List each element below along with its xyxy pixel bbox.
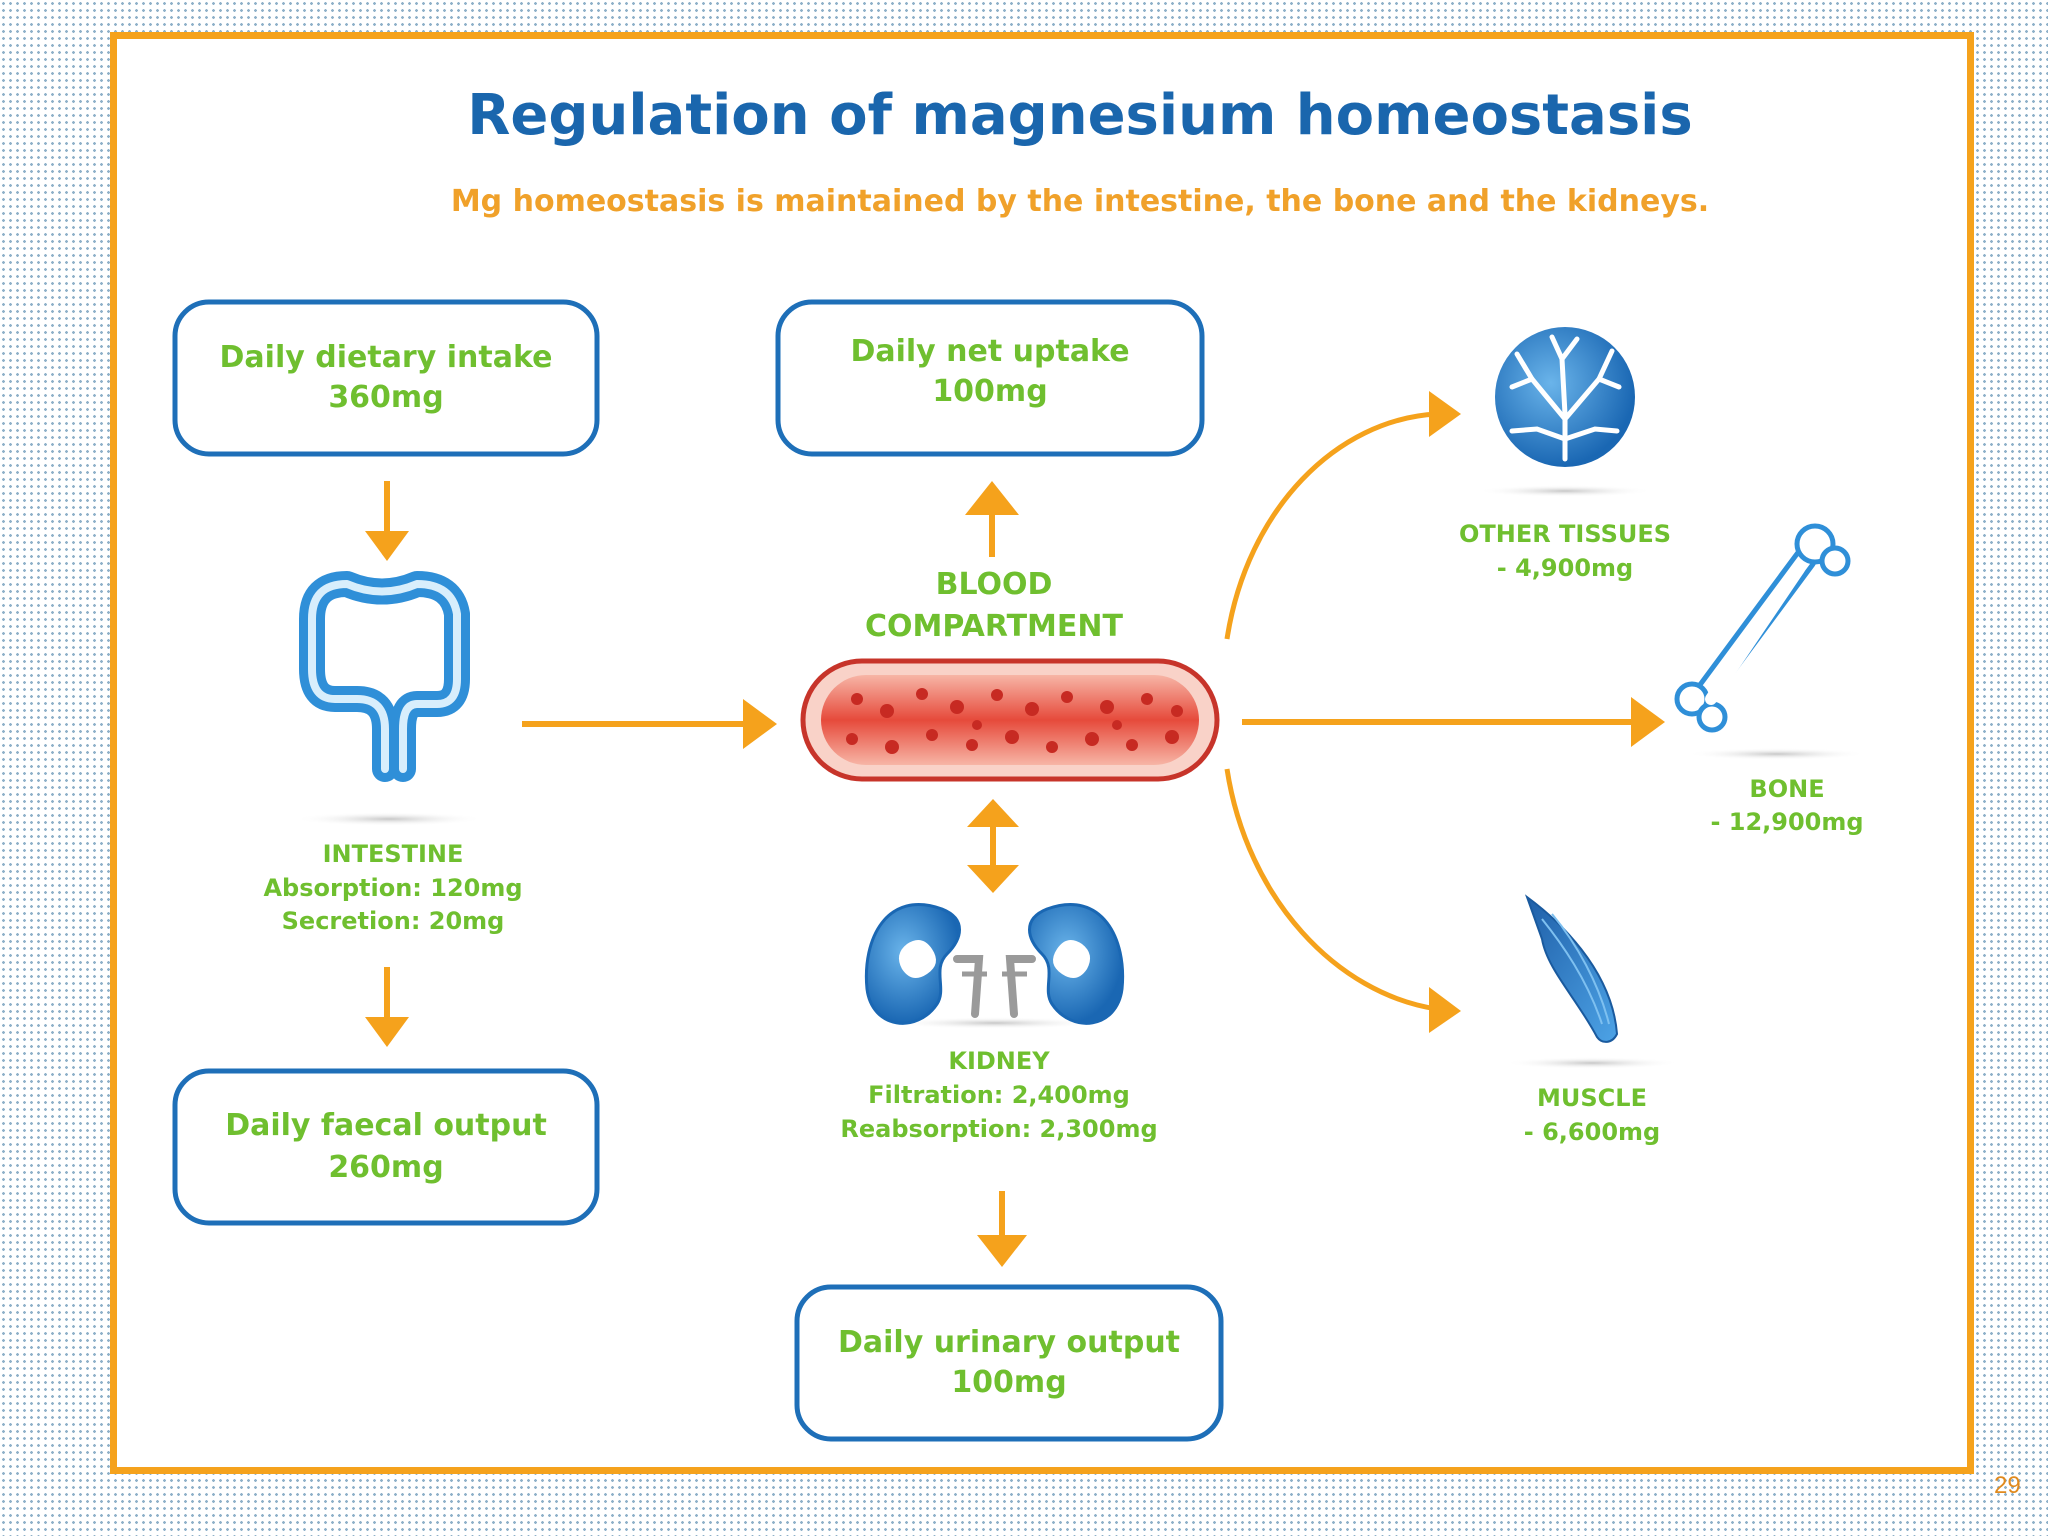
arrow-blood-to-net-uptake xyxy=(965,481,1019,557)
slide-frame: Regulation of magnesium homeostasis Mg h… xyxy=(110,32,1974,1474)
bone-icon xyxy=(1674,523,1867,760)
intestine-name: INTESTINE xyxy=(323,840,464,868)
other-tissues-name: OTHER TISSUES xyxy=(1459,520,1671,548)
arrow-intestine-to-faecal xyxy=(365,967,409,1047)
arrow-blood-kidney-bidirectional xyxy=(967,799,1019,893)
homeostasis-diagram: Regulation of magnesium homeostasis Mg h… xyxy=(172,83,1867,1442)
muscle-value: - 6,600mg xyxy=(1524,1118,1660,1146)
bone-name: BONE xyxy=(1749,775,1824,803)
page-subtitle: Mg homeostasis is maintained by the inte… xyxy=(451,184,1709,219)
arrow-blood-to-muscle xyxy=(1224,768,1461,1033)
muscle-name: MUSCLE xyxy=(1537,1084,1647,1112)
intestine-icon xyxy=(294,571,484,826)
kidney-filtration: Filtration: 2,400mg xyxy=(868,1081,1130,1109)
dietary-intake-label: Daily dietary intake xyxy=(220,340,553,375)
arrow-dietary-to-intestine xyxy=(365,481,409,561)
urinary-output-box: Daily urinary output 100mg xyxy=(794,1284,1224,1442)
page-number: 29 xyxy=(1994,1472,2021,1499)
other-tissues-value: - 4,900mg xyxy=(1497,554,1633,582)
dietary-intake-value: 360mg xyxy=(328,380,443,415)
kidney-reabsorption: Reabsorption: 2,300mg xyxy=(840,1115,1157,1143)
net-uptake-value: 100mg xyxy=(932,374,1047,409)
arrow-blood-to-other-tissues xyxy=(1224,391,1461,640)
net-uptake-label: Daily net uptake xyxy=(850,334,1129,369)
arrow-blood-to-bone xyxy=(1242,697,1665,747)
blood-label-line2: COMPARTMENT xyxy=(865,609,1123,644)
faecal-output-label: Daily faecal output xyxy=(225,1108,547,1143)
intestine-absorption: Absorption: 120mg xyxy=(263,874,522,902)
faecal-output-value: 260mg xyxy=(328,1150,443,1185)
urinary-output-label: Daily urinary output xyxy=(838,1325,1180,1360)
kidney-icon xyxy=(864,902,1125,1029)
faecal-output-box: Daily faecal output 260mg xyxy=(172,1068,600,1226)
arrow-intestine-to-blood xyxy=(522,699,777,749)
dietary-intake-box: Daily dietary intake 360mg xyxy=(172,299,600,457)
bone-value: - 12,900mg xyxy=(1710,808,1863,836)
blood-label-line1: BLOOD xyxy=(936,567,1053,602)
blood-vessel-icon xyxy=(800,658,1220,782)
urinary-output-value: 100mg xyxy=(951,1365,1066,1400)
intestine-secretion: Secretion: 20mg xyxy=(282,907,505,935)
muscle-icon xyxy=(1504,894,1680,1069)
net-uptake-box: Daily net uptake 100mg xyxy=(775,299,1205,457)
other-tissues-icon xyxy=(1477,327,1653,497)
kidney-name: KIDNEY xyxy=(948,1047,1050,1075)
arrow-kidney-to-urinary xyxy=(977,1191,1027,1267)
page-title: Regulation of magnesium homeostasis xyxy=(467,83,1692,148)
